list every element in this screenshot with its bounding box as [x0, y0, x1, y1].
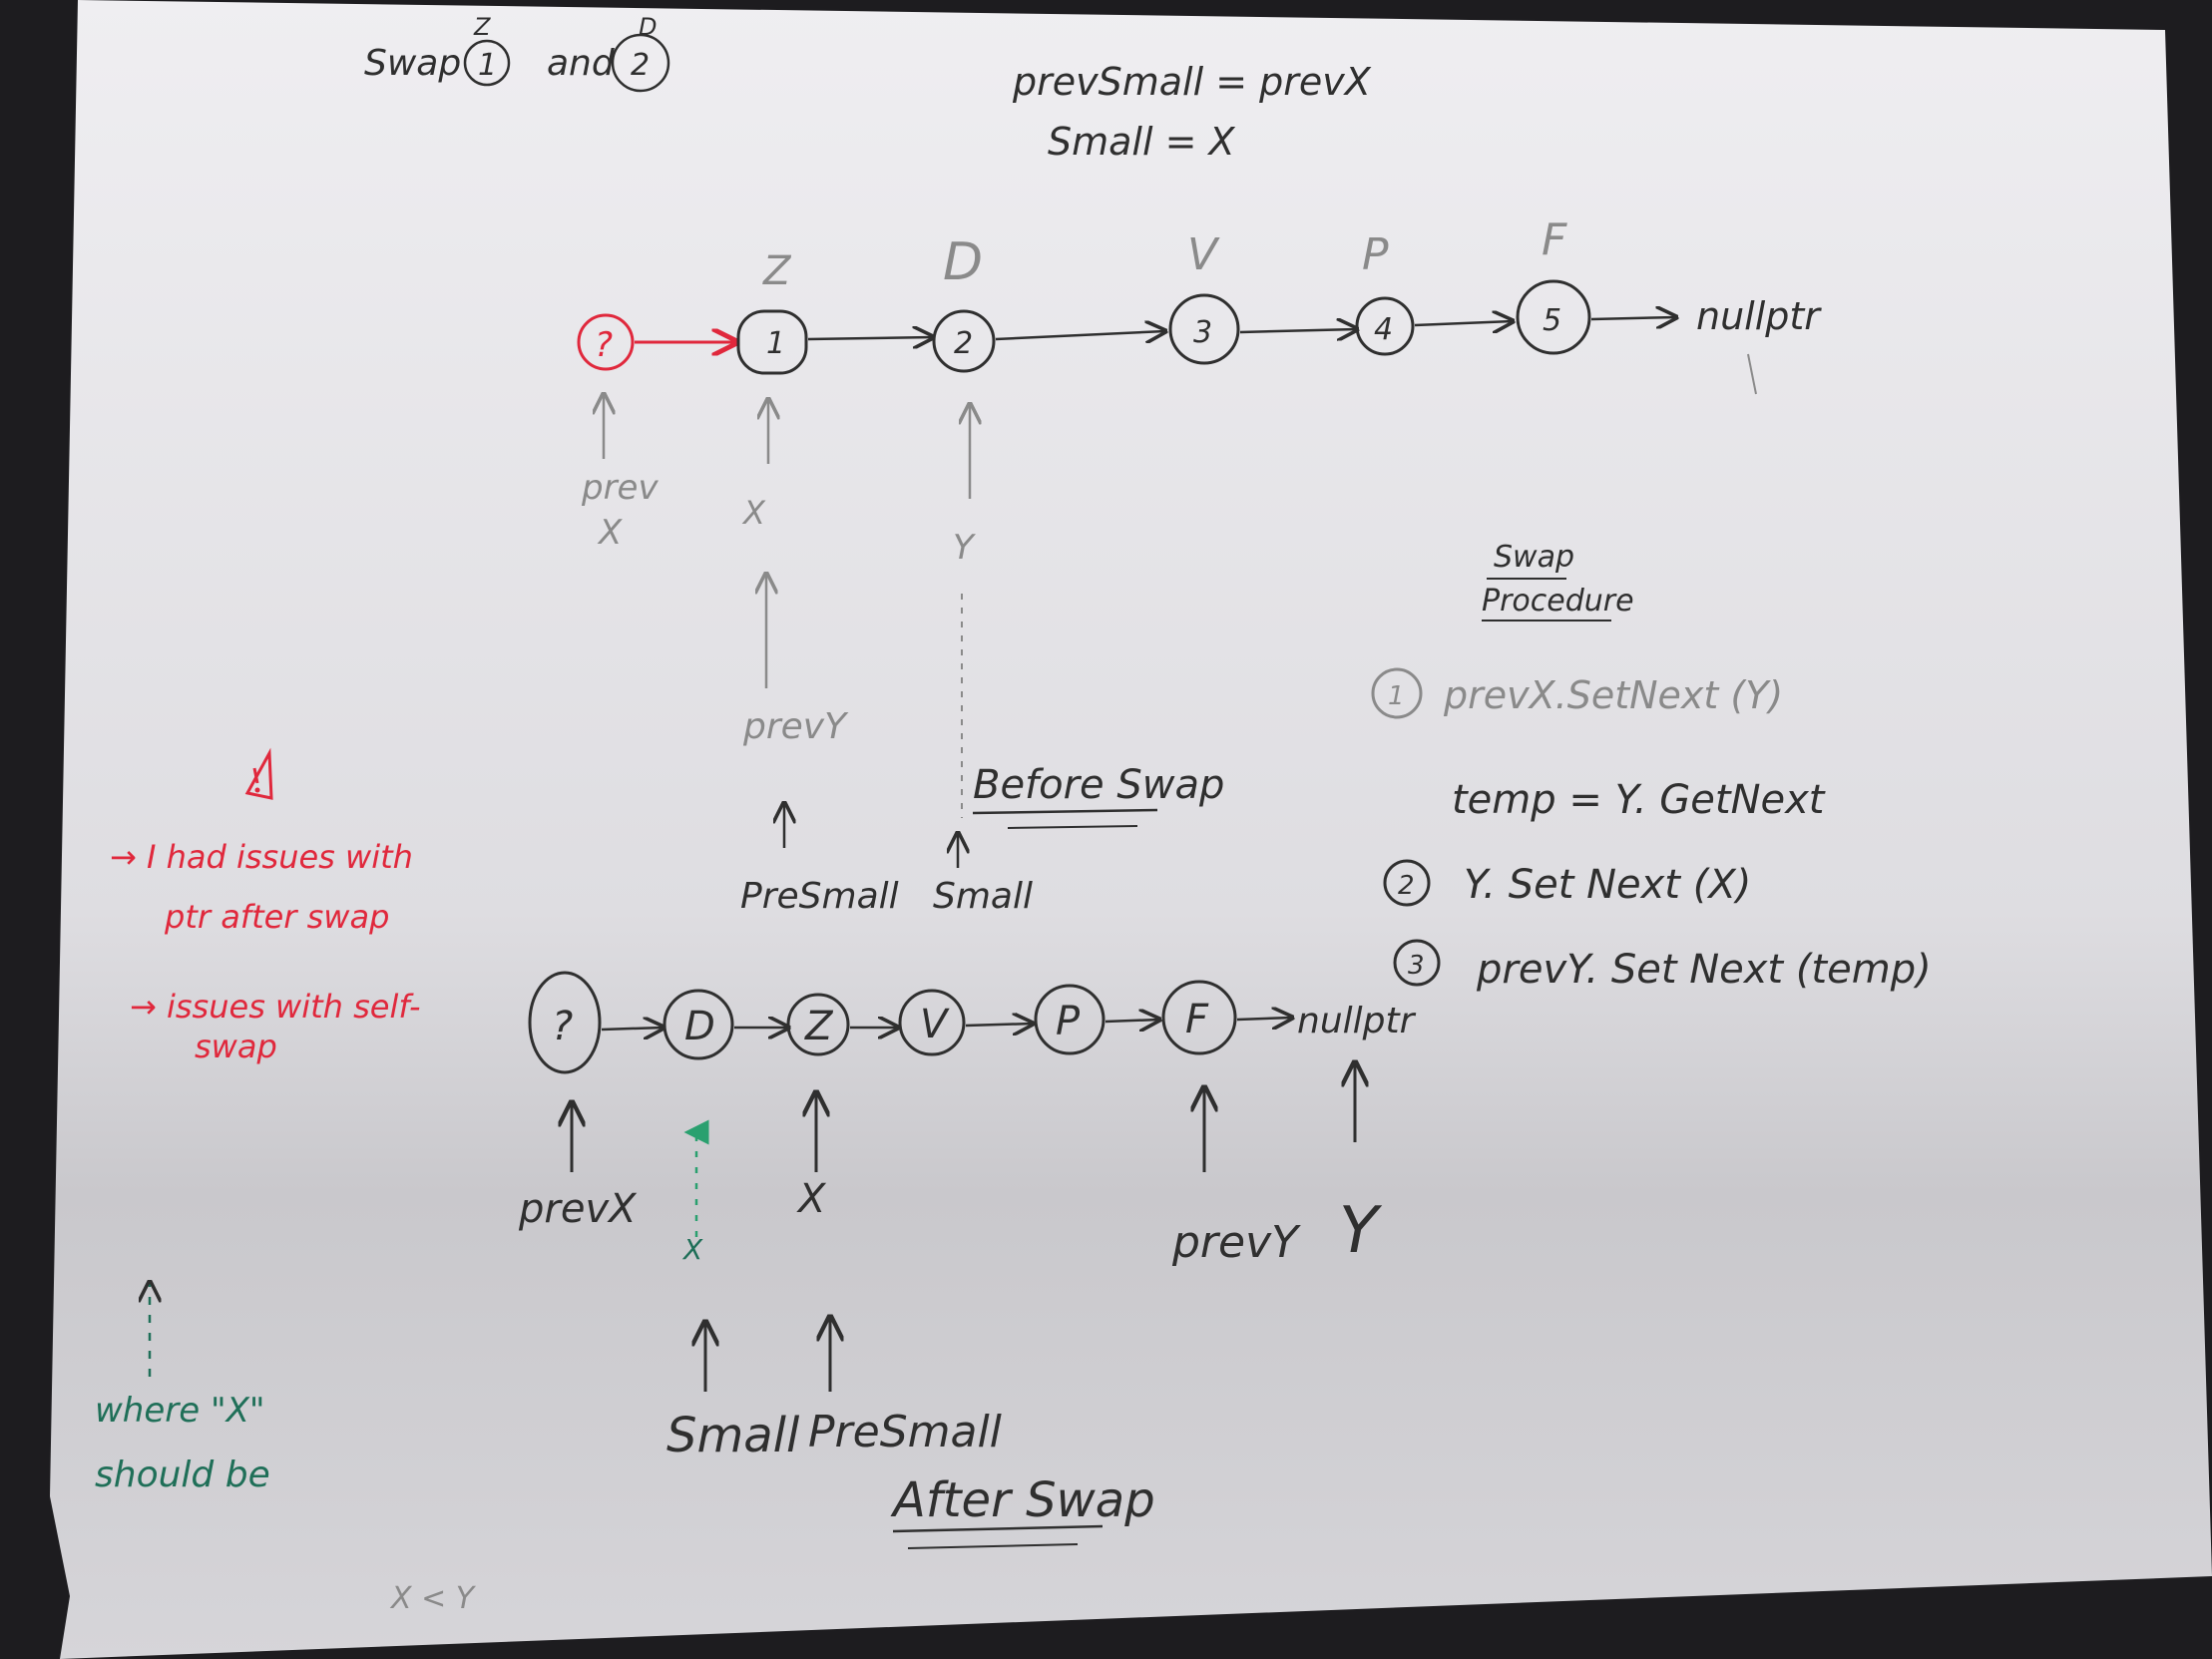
where-note-1: where "X": [95, 1391, 265, 1431]
before-node-1: [736, 309, 808, 375]
after-node-f: [1161, 980, 1237, 1055]
after-node-v: [898, 989, 966, 1056]
x-label: X: [741, 494, 766, 532]
after-node-head: [528, 971, 602, 1074]
before-node-2: [932, 309, 996, 373]
svg-text:1: 1: [766, 326, 785, 361]
after-prevx-label: prevX: [518, 1186, 638, 1232]
step-1-num: 1: [1388, 681, 1405, 711]
svg-text:F: F: [1185, 997, 1209, 1042]
before-head-node: [577, 313, 635, 371]
prev-x-label: prev: [581, 468, 659, 508]
swap-second-num: 2: [631, 48, 650, 83]
step-1-text: prevX.SetNext (Y): [1443, 673, 1783, 717]
issue-note-1a: → I had issues with: [110, 838, 413, 876]
issue-note-1b: ptr after swap: [164, 898, 389, 936]
issue-note-2a: → issues with self-: [130, 988, 421, 1026]
before-node-5: [1516, 279, 1591, 355]
paper-sheet: [50, 0, 2212, 1659]
svg-text:D: D: [684, 1004, 715, 1049]
and-word: and: [547, 43, 616, 84]
after-node-d: [663, 989, 734, 1060]
before-swap-label: Before Swap: [973, 762, 1224, 808]
before-node-4: [1355, 296, 1415, 356]
after-node-p: [1034, 984, 1106, 1055]
step-2-num: 2: [1398, 871, 1415, 901]
svg-text:4: 4: [1374, 312, 1393, 347]
svg-text:3: 3: [1193, 315, 1212, 350]
left-notes: → I had issues with ptr after swap → iss…: [95, 747, 477, 1616]
before-tail: nullptr: [1696, 294, 1822, 338]
x-should-be-label: X: [681, 1233, 703, 1266]
after-small-label: Small: [666, 1408, 800, 1463]
procedure-title-1: Swap: [1494, 540, 1574, 575]
warning-triangle-icon: [244, 747, 273, 800]
letter-p: P: [1362, 229, 1389, 280]
svg-text:Z: Z: [804, 1004, 834, 1049]
after-list: ? D Z V P F nullptr: [528, 971, 1417, 1074]
letter-f: F: [1542, 214, 1567, 265]
procedure-title-2: Procedure: [1482, 584, 1634, 619]
letter-z: Z: [762, 248, 792, 294]
after-pointers: prevX X X prevY Y Small PreSmall After S…: [518, 1062, 1383, 1549]
where-note-2: should be: [95, 1454, 270, 1495]
after-y-label: Y: [1339, 1194, 1383, 1268]
before-list: Z D V P F ? 1 2 3 4 5 nullptr: [577, 214, 1822, 395]
letter-d: D: [943, 232, 983, 292]
svg-text:5: 5: [1543, 303, 1561, 338]
after-prevy-label: prevY: [1171, 1217, 1301, 1268]
letter-v: V: [1187, 229, 1220, 280]
pre-small-label: PreSmall: [740, 876, 899, 917]
step-temp-text: temp = Y. GetNext: [1452, 777, 1826, 823]
swap-word: Swap: [364, 43, 461, 84]
svg-text:P: P: [1056, 999, 1081, 1044]
after-presmall-label: PreSmall: [808, 1407, 1003, 1457]
equation-small: Small = X: [1048, 120, 1236, 164]
after-node-z: [786, 993, 850, 1056]
equation-prevsmall: prevSmall = prevX: [1012, 60, 1372, 104]
after-x-label: X: [796, 1176, 827, 1222]
y-label: Y: [953, 528, 976, 568]
small-label: Small: [933, 876, 1033, 917]
issue-note-2b: swap: [195, 1028, 277, 1065]
header: Swap 1 Z and 2 D prevSmall = prevX Small…: [364, 13, 1372, 164]
after-swap-label: After Swap: [890, 1472, 1155, 1528]
swap-procedure: Swap Procedure 1 prevX.SetNext (Y) temp …: [1371, 540, 1932, 993]
prev-x-label-2: X: [597, 513, 623, 553]
after-tail: nullptr: [1297, 1001, 1417, 1041]
svg-text:?: ?: [595, 325, 613, 365]
swap-first-num: 1: [478, 48, 497, 83]
step-3-num: 3: [1408, 951, 1425, 981]
before-pointers: prev X X prevY PreSmall Y Small Before S…: [581, 394, 1224, 917]
swap-first-letter: Z: [473, 13, 491, 41]
swap-second-letter: D: [639, 13, 657, 41]
bottom-note: X < Y: [389, 1581, 477, 1616]
svg-text:V: V: [920, 1002, 950, 1047]
svg-text:?: ?: [552, 1004, 573, 1049]
step-2-text: Y. Set Next (X): [1464, 862, 1751, 908]
prev-y-label: prevY: [742, 706, 849, 747]
step-3-text: prevY. Set Next (temp): [1476, 947, 1932, 993]
svg-text:2: 2: [954, 326, 973, 361]
before-node-3: [1168, 293, 1240, 365]
